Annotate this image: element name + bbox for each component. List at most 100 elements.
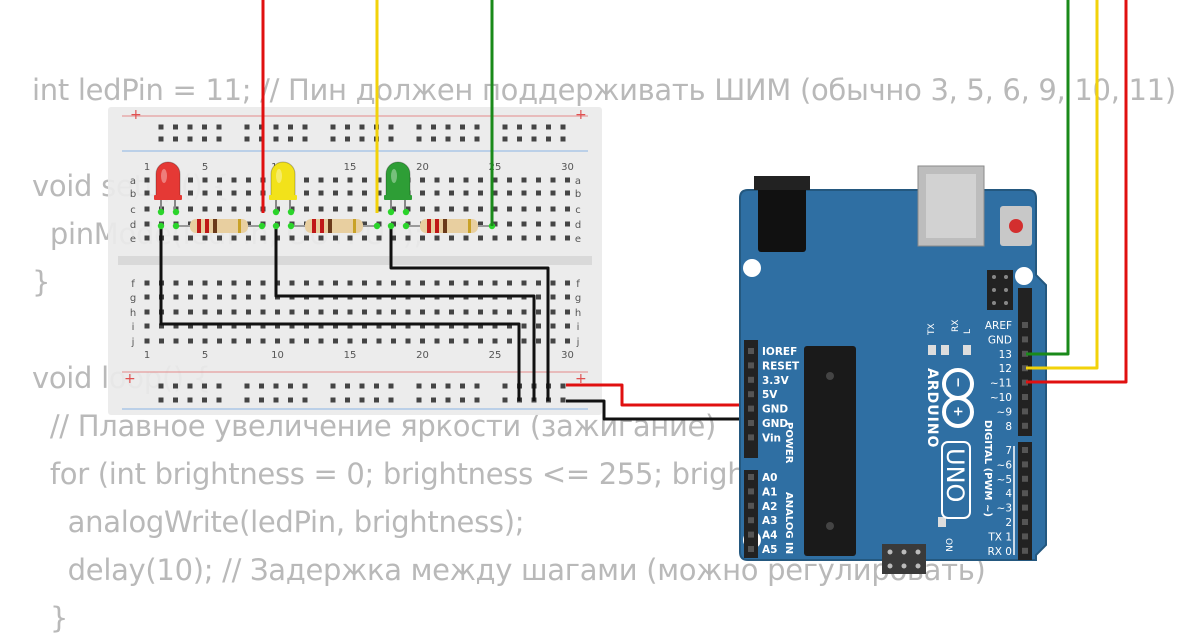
breadboard-hole xyxy=(420,235,425,241)
digital-header-top xyxy=(1018,288,1032,436)
breadboard-hole xyxy=(478,177,483,183)
digital-pin-label: ~11 xyxy=(990,378,1012,390)
breadboard-hole xyxy=(362,309,367,315)
breadboard-hole xyxy=(347,206,353,212)
rail-hole xyxy=(288,397,293,403)
breadboard-hole xyxy=(420,309,425,315)
breadboard-hole xyxy=(260,338,266,344)
breadboard-hole xyxy=(521,190,527,196)
led-green[interactable] xyxy=(384,161,412,212)
connected-hole xyxy=(172,222,180,230)
breadboard-hole xyxy=(434,323,440,329)
rail-hole xyxy=(560,397,566,403)
digital-label: DIGITAL (PWM ~) xyxy=(982,420,993,517)
breadboard-hole xyxy=(463,323,469,329)
breadboard-hole xyxy=(391,280,396,286)
row-label: b xyxy=(575,189,581,200)
breadboard-hole xyxy=(550,221,556,227)
wire-pin11 xyxy=(1026,0,1128,384)
breadboard-hole xyxy=(144,235,150,241)
microcontroller-chip xyxy=(804,346,856,556)
arduino-uno-board[interactable]: TX RX L ON ARDUINO − + UNO IOREFRESET3.3… xyxy=(739,165,1047,574)
resistors[interactable] xyxy=(176,219,492,233)
rail-hole xyxy=(187,397,193,403)
breadboard-hole xyxy=(565,280,570,286)
breadboard-hole xyxy=(565,206,570,212)
breadboard-hole xyxy=(420,338,425,344)
breadboard-hole xyxy=(507,190,512,196)
rail-hole xyxy=(431,397,436,403)
breadboard-hole xyxy=(521,206,527,212)
breadboard-hole xyxy=(376,190,382,196)
breadboard-hole xyxy=(246,294,251,300)
breadboard-hole xyxy=(333,280,338,286)
breadboard-hole xyxy=(478,235,483,241)
breadboard-hole xyxy=(333,309,338,315)
breadboard-hole xyxy=(550,309,556,315)
breadboard-hole xyxy=(159,338,164,344)
digital-pin-label: 12 xyxy=(999,363,1012,375)
column-label: 30 xyxy=(561,162,574,173)
breadboard-hole xyxy=(231,323,237,329)
power-wires[interactable] xyxy=(566,383,748,421)
breadboard-hole xyxy=(362,190,367,196)
digital-pin-label: TX 1 xyxy=(987,531,1012,543)
power-rail-top xyxy=(158,124,566,142)
breadboard-hole xyxy=(565,309,570,315)
rail-hole xyxy=(187,383,193,389)
breadboard-hole xyxy=(391,206,396,212)
rail-hole xyxy=(302,397,308,403)
breadboard-hole xyxy=(304,177,309,183)
led-yellow[interactable] xyxy=(269,161,297,212)
breadboard-hole xyxy=(550,190,556,196)
breadboard-hole xyxy=(304,338,309,344)
rail-hole xyxy=(202,397,207,403)
digital-pin-label: ~10 xyxy=(990,392,1012,404)
breadboard-hole xyxy=(492,190,498,196)
breadboard-hole xyxy=(362,280,367,286)
rail-hole xyxy=(158,124,164,130)
rail-hole xyxy=(302,124,308,130)
breadboard-hole xyxy=(521,280,527,286)
breadboard-hole xyxy=(231,294,237,300)
rail-hole xyxy=(460,136,465,142)
connected-hole xyxy=(272,208,280,216)
breadboard-hole xyxy=(318,338,324,344)
leds[interactable] xyxy=(154,161,412,212)
breadboard-hole xyxy=(173,235,179,241)
breadboard-hole xyxy=(173,280,179,286)
breadboard-hole xyxy=(260,280,266,286)
digital-pin-label: AREF xyxy=(985,320,1012,332)
breadboard-hole xyxy=(463,190,469,196)
breadboard-hole xyxy=(492,323,498,329)
breadboard-hole xyxy=(304,280,309,286)
breadboard-hole xyxy=(144,294,150,300)
breadboard-hole xyxy=(536,177,541,183)
digital-pin-label: ~5 xyxy=(997,474,1012,486)
breadboard-hole xyxy=(449,323,454,329)
power-pin-label: 3.3V xyxy=(762,375,790,387)
breadboard-hole xyxy=(405,338,411,344)
rail-hole xyxy=(273,124,279,130)
breadboard-hole xyxy=(347,177,353,183)
breadboard-hole xyxy=(507,280,512,286)
breadboard-hole xyxy=(550,235,556,241)
column-label: 15 xyxy=(344,350,357,361)
led-red[interactable] xyxy=(154,161,182,212)
breadboard-hole xyxy=(217,177,222,183)
breadboard-hole xyxy=(376,309,382,315)
breadboard-hole xyxy=(246,177,251,183)
breadboard-hole xyxy=(449,280,454,286)
rail-hole xyxy=(216,124,222,130)
breadboard-hole xyxy=(492,206,498,212)
rail-hole xyxy=(474,136,480,142)
breadboard-hole xyxy=(289,235,295,241)
breadboard-hole xyxy=(478,309,483,315)
rail-hole xyxy=(546,124,551,130)
signal-wires[interactable] xyxy=(261,0,1128,384)
ground-wires[interactable] xyxy=(159,226,550,401)
breadboard-hole xyxy=(449,190,454,196)
breadboard-hole xyxy=(478,221,483,227)
breadboard-hole xyxy=(275,206,280,212)
